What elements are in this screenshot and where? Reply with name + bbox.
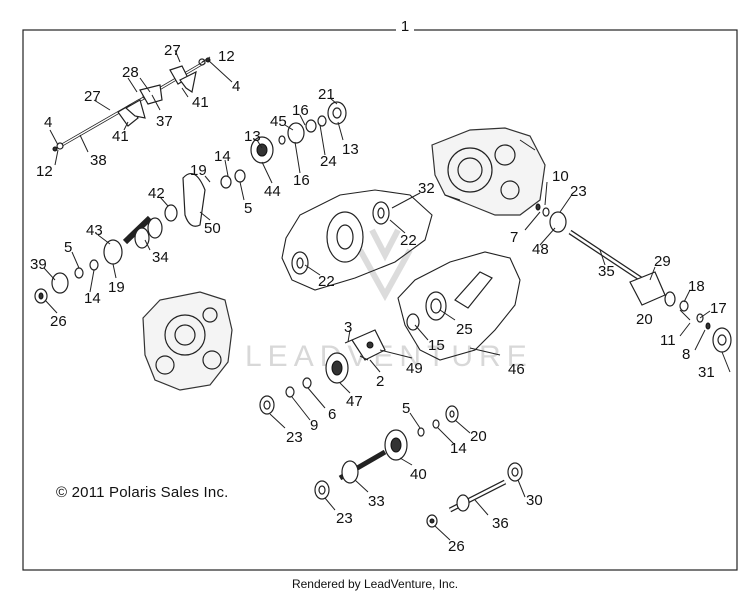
assembly-number: 1 [401, 18, 409, 35]
callout-22: 22 [400, 232, 417, 249]
callout-5: 5 [402, 400, 410, 417]
shift-rail-lower [52, 84, 163, 152]
callout-5: 5 [244, 200, 252, 217]
callout-39: 39 [30, 256, 47, 273]
callout-34: 34 [152, 249, 169, 266]
callout-35: 35 [598, 263, 615, 280]
callout-12: 12 [36, 163, 53, 180]
callout-41: 41 [192, 94, 209, 111]
callout-19: 19 [108, 279, 125, 296]
callout-48: 48 [532, 241, 549, 258]
callout-8: 8 [682, 346, 690, 363]
callout-20: 20 [470, 428, 487, 445]
callout-22: 22 [318, 273, 335, 290]
differential-gear-32 [291, 201, 390, 275]
callout-49: 49 [406, 360, 423, 377]
gearcase-housing-right [431, 127, 546, 216]
gear-assembly-46 [406, 271, 493, 331]
callout-33: 33 [368, 493, 385, 510]
callout-20: 20 [636, 311, 653, 328]
callout-43: 43 [86, 222, 103, 239]
callout-17: 17 [710, 300, 727, 317]
lower-gear-40 [384, 405, 459, 461]
callout-19: 19 [190, 162, 207, 179]
callout-40: 40 [410, 466, 427, 483]
callout-23: 23 [286, 429, 303, 446]
callout-15: 15 [428, 337, 445, 354]
watermark-logo [357, 228, 413, 302]
callout-27: 27 [164, 42, 181, 59]
output-shaft-35 [535, 203, 732, 353]
callout-50: 50 [204, 220, 221, 237]
callout-25: 25 [456, 321, 473, 338]
callout-2: 2 [376, 373, 384, 390]
callout-16: 16 [293, 172, 310, 189]
watermark: LEADVENTURE [245, 340, 533, 373]
callout-4: 4 [44, 114, 52, 131]
callout-6: 6 [328, 406, 336, 423]
callout-21: 21 [318, 86, 335, 103]
callout-28: 28 [122, 64, 139, 81]
callout-13: 13 [342, 141, 359, 158]
group-outline-46 [397, 251, 521, 361]
callout-10: 10 [552, 168, 569, 185]
callout-24: 24 [320, 153, 337, 170]
leader-lines [43, 49, 731, 541]
callout-46: 46 [508, 361, 525, 378]
callout-38: 38 [90, 152, 107, 169]
footer-text: Rendered by LeadVenture, Inc. [291, 577, 459, 591]
callout-23: 23 [570, 183, 587, 200]
callout-14: 14 [450, 440, 467, 457]
callout-labels: 27 12 4 28 37 41 27 41 4 38 12 21 16 45 … [30, 42, 727, 555]
callout-7: 7 [510, 229, 518, 246]
callout-47: 47 [346, 393, 363, 410]
shaft-36 [426, 462, 523, 528]
callout-31: 31 [698, 364, 715, 381]
callout-11: 11 [660, 332, 676, 349]
callout-14: 14 [84, 290, 101, 307]
callout-37: 37 [156, 113, 173, 130]
callout-5: 5 [64, 239, 72, 256]
callout-27: 27 [84, 88, 101, 105]
callout-36: 36 [492, 515, 509, 532]
upper-gear-stack [34, 101, 347, 304]
group-outline-32 [281, 189, 433, 291]
callout-13: 13 [244, 128, 261, 145]
callout-45: 45 [270, 113, 287, 130]
callout-18: 18 [688, 278, 705, 295]
copyright-text: © 2011 Polaris Sales Inc. [56, 484, 229, 501]
pinion-shaft-33 [314, 449, 387, 500]
gearcase-housing-left [142, 291, 233, 391]
callout-26: 26 [50, 313, 67, 330]
callout-3: 3 [344, 319, 352, 336]
gear-47-plate-49 [259, 329, 386, 415]
callout-32: 32 [418, 180, 435, 197]
callout-9: 9 [310, 417, 318, 434]
callout-30: 30 [526, 492, 543, 509]
callout-16: 16 [292, 102, 309, 119]
callout-14: 14 [214, 148, 231, 165]
callout-42: 42 [148, 185, 165, 202]
callout-29: 29 [654, 253, 671, 270]
assembly-frame [22, 29, 738, 571]
callout-23: 23 [336, 510, 353, 527]
callout-12: 12 [218, 48, 235, 65]
callout-41: 41 [112, 128, 129, 145]
callout-26: 26 [448, 538, 465, 555]
callout-44: 44 [264, 183, 281, 200]
callout-4: 4 [232, 78, 240, 95]
